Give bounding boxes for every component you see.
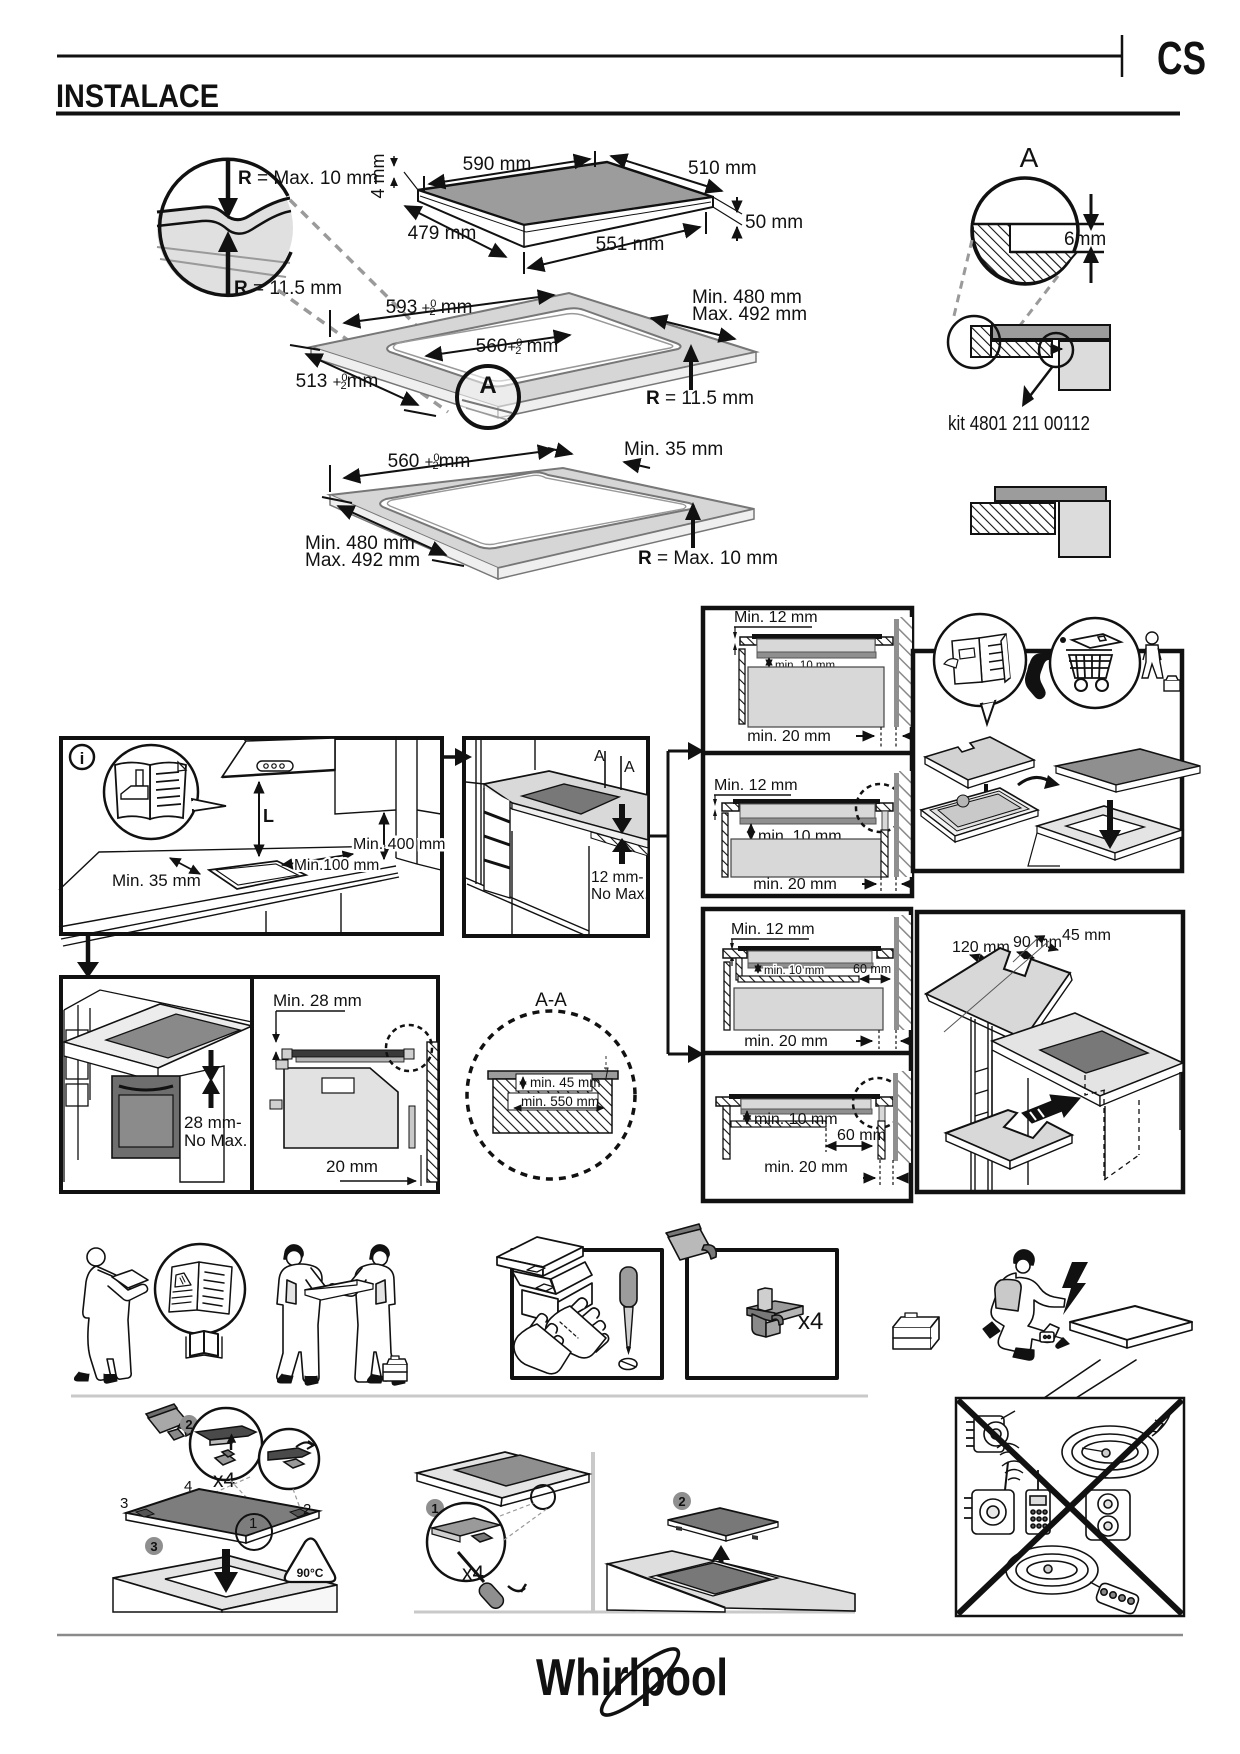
- svg-text:Min. 35 mm: Min. 35 mm: [112, 871, 201, 890]
- svg-text:A: A: [479, 372, 496, 399]
- svg-text:INSTALACE: INSTALACE: [56, 78, 219, 114]
- svg-text:6mm: 6mm: [1064, 229, 1106, 250]
- svg-text:L: L: [263, 806, 274, 826]
- svg-text:Min. 12 mm: Min. 12 mm: [714, 777, 798, 794]
- svg-text:60 mm: 60 mm: [853, 962, 891, 976]
- svg-text:R = 11.5 mm: R = 11.5 mm: [234, 278, 342, 299]
- svg-text:479 mm: 479 mm: [408, 223, 477, 244]
- svg-text:Min. 28 mm: Min. 28 mm: [273, 991, 362, 1010]
- svg-text:A: A: [594, 748, 605, 765]
- svg-text:Whirlpool: Whirlpool: [536, 1649, 728, 1707]
- svg-text:2: 2: [303, 1501, 311, 1518]
- svg-text:No Max.: No Max.: [184, 1131, 247, 1150]
- svg-text:min. 20 mm: min. 20 mm: [747, 728, 831, 745]
- svg-text:45 mm: 45 mm: [1062, 927, 1111, 944]
- svg-text:28 mm-: 28 mm-: [184, 1113, 242, 1132]
- svg-text:60 mm: 60 mm: [837, 1127, 886, 1144]
- svg-text:Min. 12 mm: Min. 12 mm: [734, 609, 818, 626]
- svg-text:min. 550 mm: min. 550 mm: [521, 1094, 599, 1109]
- svg-text:510 mm: 510 mm: [688, 158, 757, 179]
- svg-text:min. 10 mm: min. 10 mm: [764, 965, 824, 977]
- svg-text:CS: CS: [1157, 32, 1206, 84]
- svg-text:Min. 35 mm: Min. 35 mm: [624, 439, 723, 460]
- svg-text:min. 20 mm: min. 20 mm: [753, 876, 837, 893]
- svg-text:Min. 400 mm: Min. 400 mm: [353, 836, 445, 853]
- svg-text:Min. 480 mm: Min. 480 mm: [692, 287, 802, 308]
- svg-text:Max. 492 mm: Max. 492 mm: [692, 304, 807, 325]
- svg-text:min. 20 mm: min. 20 mm: [764, 1159, 848, 1176]
- svg-text:Min. 12 mm: Min. 12 mm: [731, 921, 815, 938]
- svg-text:min. 45 mm: min. 45 mm: [530, 1075, 601, 1090]
- svg-text:1: 1: [431, 1501, 438, 1516]
- svg-text:4 mm: 4 mm: [368, 154, 388, 199]
- svg-text:12 mm-: 12 mm-: [591, 869, 644, 886]
- svg-text:R = Max. 10 mm: R = Max. 10 mm: [238, 168, 378, 189]
- svg-text:90°C: 90°C: [297, 1566, 324, 1580]
- svg-text:x4: x4: [462, 1562, 485, 1585]
- svg-text:Min.100 mm: Min.100 mm: [294, 857, 379, 874]
- svg-text:50 mm: 50 mm: [745, 212, 803, 233]
- svg-text:3: 3: [150, 1539, 157, 1554]
- svg-text:R = Max. 10 mm: R = Max. 10 mm: [638, 548, 778, 569]
- svg-text:590 mm: 590 mm: [463, 154, 532, 175]
- svg-text:Max. 492 mm: Max. 492 mm: [305, 550, 420, 571]
- svg-text:No Max.: No Max.: [591, 886, 649, 903]
- svg-text:A: A: [624, 759, 635, 776]
- svg-text:4: 4: [184, 1478, 192, 1495]
- svg-text:A: A: [1020, 142, 1039, 173]
- svg-text:2: 2: [678, 1494, 685, 1509]
- svg-text:i: i: [80, 749, 85, 768]
- svg-text:3: 3: [120, 1495, 128, 1512]
- svg-text:1: 1: [249, 1515, 257, 1532]
- svg-text:R = 11.5 mm: R = 11.5 mm: [646, 388, 754, 409]
- svg-text:min. 20 mm: min. 20 mm: [744, 1033, 828, 1050]
- svg-text:2: 2: [185, 1417, 192, 1432]
- svg-text:A-A: A-A: [535, 990, 567, 1011]
- svg-text:kit 4801 211 00112: kit 4801 211 00112: [948, 413, 1090, 435]
- svg-text:20 mm: 20 mm: [326, 1157, 378, 1176]
- svg-text:min. 10 mm: min. 10 mm: [754, 1111, 838, 1128]
- svg-text:x4: x4: [798, 1308, 823, 1335]
